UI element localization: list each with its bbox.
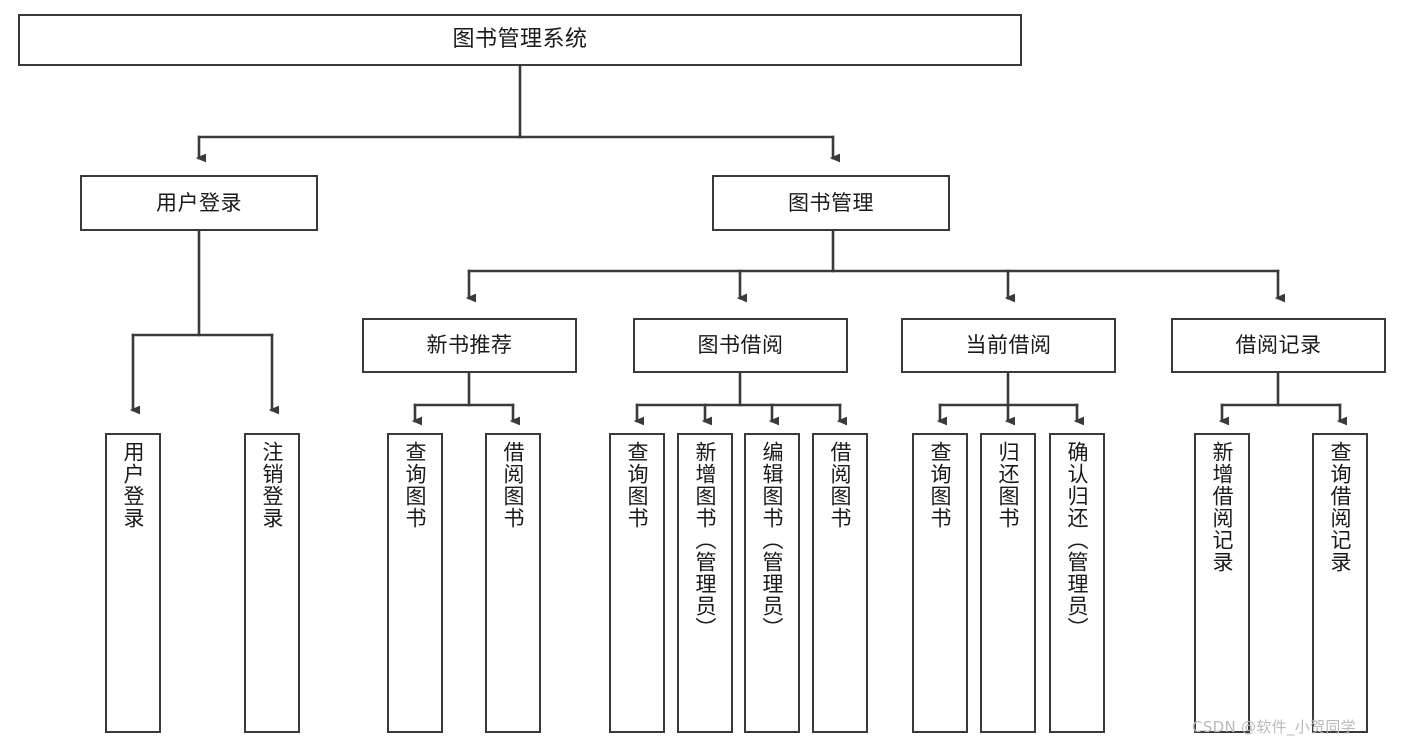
leaf-borrow-record-query[interactable]: 查询借阅记录: [1312, 433, 1368, 733]
node-label: 查询图书: [928, 441, 953, 529]
node-book-management-module[interactable]: 图书管理: [712, 175, 950, 231]
node-book-borrow[interactable]: 图书借阅: [633, 318, 848, 373]
node-label: 查询图书: [625, 441, 650, 529]
node-label: 借阅记录: [1235, 333, 1322, 358]
node-root-system[interactable]: 图书管理系统: [18, 14, 1022, 66]
leaf-current-borrow-query[interactable]: 查询图书: [912, 433, 968, 733]
node-label: 用户登录: [156, 190, 242, 215]
node-label: 注销登录: [260, 441, 285, 529]
node-label: 图书管理: [788, 190, 874, 215]
node-label: 借阅图书: [828, 441, 853, 529]
node-label: 确认归还（管理员）: [1065, 441, 1090, 639]
node-current-borrow[interactable]: 当前借阅: [901, 318, 1116, 373]
leaf-borrow-record-add[interactable]: 新增借阅记录: [1194, 433, 1250, 733]
leaf-book-borrow-edit[interactable]: 编辑图书（管理员）: [744, 433, 800, 733]
leaf-new-book-borrow[interactable]: 借阅图书: [485, 433, 541, 733]
leaf-user-login-login[interactable]: 用户登录: [105, 433, 161, 733]
node-label: 用户登录: [121, 441, 146, 529]
node-label: 新增图书（管理员）: [693, 441, 718, 639]
node-borrow-record[interactable]: 借阅记录: [1171, 318, 1386, 373]
leaf-book-borrow-borrow[interactable]: 借阅图书: [812, 433, 868, 733]
node-label: 图书管理系统: [452, 27, 588, 53]
node-label: 图书借阅: [697, 333, 784, 358]
leaf-book-borrow-query[interactable]: 查询图书: [609, 433, 665, 733]
leaf-new-book-query[interactable]: 查询图书: [387, 433, 443, 733]
leaf-user-login-logout[interactable]: 注销登录: [244, 433, 300, 733]
leaf-current-borrow-confirm-return[interactable]: 确认归还（管理员）: [1049, 433, 1105, 733]
node-label: 当前借阅: [965, 333, 1052, 358]
node-label: 查询图书: [403, 441, 428, 529]
node-user-login-module[interactable]: 用户登录: [80, 175, 318, 231]
node-label: 编辑图书（管理员）: [760, 441, 785, 639]
node-label: 借阅图书: [501, 441, 526, 529]
node-label: 归还图书: [996, 441, 1021, 529]
node-label: 新增借阅记录: [1210, 441, 1235, 573]
node-label: 新书推荐: [426, 333, 513, 358]
csdn-watermark: CSDN @软件_小贺同学: [1192, 718, 1356, 736]
node-label: 查询借阅记录: [1328, 441, 1353, 573]
leaf-current-borrow-return[interactable]: 归还图书: [980, 433, 1036, 733]
leaf-book-borrow-add[interactable]: 新增图书（管理员）: [677, 433, 733, 733]
node-new-book-recommend[interactable]: 新书推荐: [362, 318, 577, 373]
